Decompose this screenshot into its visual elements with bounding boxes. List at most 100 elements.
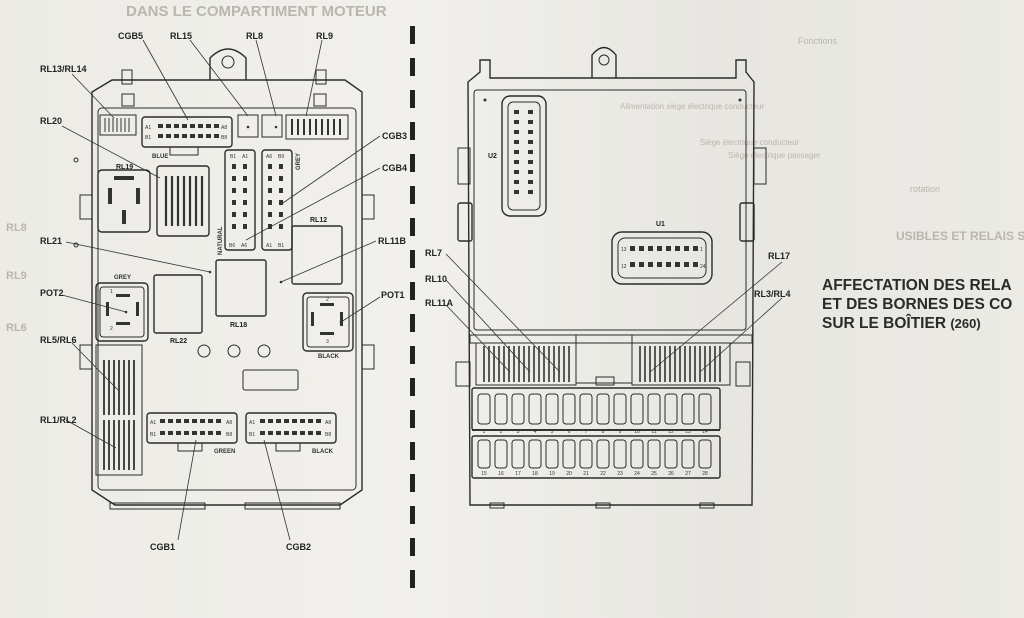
label-cgb2: CGB2 <box>286 542 311 552</box>
label-rl11b: RL11B <box>378 236 407 246</box>
ghost-left-1: RL8 <box>6 222 27 234</box>
cgb3-color-label: GREY <box>296 153 302 170</box>
label-rl20: RL20 <box>40 116 62 126</box>
ghost-right-line-4: rotation <box>910 184 941 194</box>
fuse-number: 23 <box>617 471 623 477</box>
u1-pin-1: 1 <box>700 247 703 253</box>
title-line-3: SUR LE BOÎTIER (260) <box>822 314 1024 333</box>
label-rl1-rl2: RL1/RL2 <box>40 415 77 425</box>
cgb1-pin-b8: B8 <box>226 432 232 438</box>
fuse-number: 8 <box>602 429 605 435</box>
cgb4-pin-b6: B6 <box>229 243 235 249</box>
cgb1-color-label: GREEN <box>214 449 235 455</box>
pot2-color-label: GREY <box>114 275 131 281</box>
cgb2-pin-a8: A8 <box>325 420 331 426</box>
cgb3-pin-b9: B9 <box>278 154 284 160</box>
ghost-right-line-2: Siège électrique conducteur <box>700 138 800 147</box>
label-cgb4: CGB4 <box>382 163 407 173</box>
fuse-number: 18 <box>532 471 538 477</box>
cgb5-pin-a1: A1 <box>145 125 151 131</box>
ghost-right-line-3: Siège électrique passager <box>728 151 821 160</box>
label-rl3-rl4: RL3/RL4 <box>754 289 791 299</box>
pot1-pin-3: 3 <box>326 339 329 345</box>
fuse-number: 5 <box>551 429 554 435</box>
label-pot2: POT2 <box>40 288 64 298</box>
fuse-number: 3 <box>517 429 520 435</box>
label-rl22: RL22 <box>170 338 187 345</box>
label-cgb1: CGB1 <box>150 542 175 552</box>
fuse-number: 28 <box>702 471 708 477</box>
separator-dashed-line <box>410 26 415 588</box>
cgb3-pin-a1: A1 <box>266 243 272 249</box>
fuse-number: 20 <box>566 471 572 477</box>
fuse-number: 2 <box>500 429 503 435</box>
fuse-number: 6 <box>568 429 571 435</box>
cgb5-color-label: BLUE <box>152 154 168 160</box>
fuse-number: 1 <box>483 429 486 435</box>
label-rl8: RL8 <box>246 31 263 41</box>
figure-title: AFFECTATION DES RELA ET DES BORNES DES C… <box>822 276 1024 333</box>
label-rl7: RL7 <box>425 248 442 258</box>
cgb2-pin-a1: A1 <box>249 420 255 426</box>
cgb5-pin-b8: B8 <box>221 135 227 141</box>
cgb1-pin-b1: B1 <box>150 432 156 438</box>
ghost-left-3: RL6 <box>6 322 27 334</box>
ghost-right-line-1: Alimentation siège électrique conducteur <box>620 102 765 111</box>
fuse-number: 4 <box>534 429 537 435</box>
label-rl21: RL21 <box>40 236 62 246</box>
cgb5-pin-b1: B1 <box>145 135 151 141</box>
u1-pin-13: 13 <box>621 247 627 253</box>
label-rl15: RL15 <box>170 31 192 41</box>
u1-pin-24: 24 <box>700 264 706 270</box>
label-rl9: RL9 <box>316 31 333 41</box>
fuse-number: 24 <box>634 471 640 477</box>
fuse-number: 26 <box>668 471 674 477</box>
fuse-number: 27 <box>685 471 691 477</box>
pot2-pin-1: 1 <box>110 289 113 295</box>
fuse-number: 10 <box>634 429 640 435</box>
fuse-number: 12 <box>668 429 674 435</box>
label-rl12: RL12 <box>310 217 327 224</box>
cgb2-pin-b1: B1 <box>249 432 255 438</box>
label-rl19: RL19 <box>116 164 133 171</box>
fuse-number: 9 <box>619 429 622 435</box>
u1-pin-12: 12 <box>621 264 627 270</box>
pot2-pin-2: 2 <box>110 326 113 332</box>
cgb2-pin-b8: B8 <box>325 432 331 438</box>
cgb2-color-label: BLACK <box>312 449 334 455</box>
pot1-pin-2: 2 <box>326 297 329 303</box>
ghost-right-header: Fonctions <box>798 36 838 46</box>
fuse-number: 22 <box>600 471 606 477</box>
label-rl18: RL18 <box>230 322 247 329</box>
title-number: (260) <box>950 316 981 331</box>
label-cgb5: CGB5 <box>118 31 143 41</box>
fuse-number: 15 <box>481 471 487 477</box>
pot1-color-label: BLACK <box>318 354 340 360</box>
header-ghost-text: DANS LE COMPARTIMENT MOTEUR <box>126 3 387 20</box>
label-pot1: POT1 <box>381 290 405 300</box>
right-box: U2 13 1 12 24 U1 <box>425 46 791 509</box>
fuse-number: 25 <box>651 471 657 477</box>
label-rl13-rl14: RL13/RL14 <box>40 64 87 74</box>
title-line-2: ET DES BORNES DES CO <box>822 296 1013 313</box>
label-cgb3: CGB3 <box>382 131 407 141</box>
fuse-number: 16 <box>498 471 504 477</box>
left-box: A1 A8 B1 B8 BLUE <box>40 31 407 552</box>
ghost-left-2: RL9 <box>6 270 27 282</box>
cgb1-pin-a8: A8 <box>226 420 232 426</box>
cgb3-pin-b1: B1 <box>278 243 284 249</box>
fuse-number: 13 <box>685 429 691 435</box>
cgb3-pin-a6: A6 <box>266 154 272 160</box>
ghost-section-title: USIBLES ET RELAIS SUR BOÎTIER <box>896 229 1024 243</box>
label-rl17: RL17 <box>768 251 790 261</box>
fuse-number: 14 <box>702 429 708 435</box>
label-rl10: RL10 <box>425 274 447 284</box>
title-line-1: AFFECTATION DES RELA <box>822 277 1012 294</box>
fuse-number: 21 <box>583 471 589 477</box>
title-line-3-main: SUR LE BOÎTIER <box>822 315 947 332</box>
label-u1: U1 <box>656 221 665 228</box>
fuse-number: 17 <box>515 471 521 477</box>
fuse-number: 7 <box>585 429 588 435</box>
